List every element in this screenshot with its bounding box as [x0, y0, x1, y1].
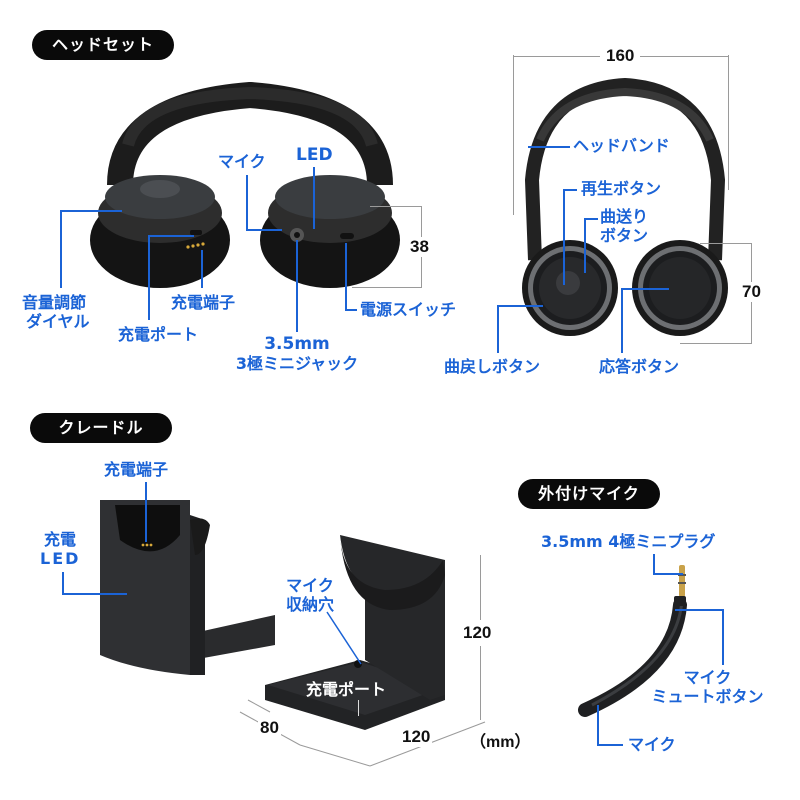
leader-prev-button-h	[497, 305, 543, 307]
label-mute-button: マイク ミュートボタン	[640, 668, 775, 706]
leader-charge-port-headset-h	[148, 235, 194, 237]
leader-plug-h	[653, 573, 683, 575]
dim-38-bottom	[352, 287, 422, 288]
leader-charge-led-h	[62, 593, 127, 595]
label-charge-terminal-headset: 充電端子	[171, 293, 236, 312]
section-external-mic-pill: 外付けマイク	[518, 479, 660, 509]
headset-side-image	[90, 81, 400, 288]
label-led-headset: LED	[296, 145, 333, 165]
label-charge-led: 充電 LED	[40, 530, 80, 568]
label-volume-dial-line2: ダイヤル	[26, 312, 90, 331]
leader-volume-dial-h	[60, 210, 122, 212]
label-next-button-line2: ボタン	[600, 226, 649, 245]
label-charge-led-line1: 充電	[43, 530, 76, 549]
label-plug: 3.5mm 4極ミニプラグ	[541, 532, 716, 551]
leader-35mm-jack	[296, 240, 298, 332]
leader-answer-button-h	[621, 288, 669, 290]
label-35mm-jack: 3.5mm 3極ミニジャック	[222, 334, 372, 374]
dimension-unit: （mm）	[470, 734, 531, 751]
label-prev-button: 曲戻しボタン	[444, 357, 541, 376]
leader-play-button-h	[563, 189, 577, 191]
external-mic-image	[578, 565, 687, 717]
dim-160-left	[513, 55, 514, 215]
leader-next-button	[584, 218, 586, 273]
cradle-front-image	[100, 500, 275, 675]
label-answer-button: 応答ボタン	[599, 357, 680, 376]
label-mute-button-line1: マイク	[683, 668, 732, 687]
dim-70-top	[700, 243, 752, 244]
leader-play-button	[563, 189, 565, 285]
leader-plug	[653, 554, 655, 574]
leader-volume-dial	[60, 210, 62, 288]
leader-charge-terminal-headset	[201, 250, 203, 288]
leader-answer-button	[621, 288, 623, 353]
leader-charge-port-cradle	[358, 700, 359, 716]
label-mic-hole: マイク 収納穴	[278, 576, 342, 614]
dimension-70: 70	[740, 282, 763, 302]
label-mic-hole-line2: 収納穴	[285, 595, 334, 614]
dimension-cradle-height: 120	[463, 620, 492, 646]
label-charge-port-cradle: 充電ポート	[306, 680, 387, 699]
label-power-switch: 電源スイッチ	[360, 300, 457, 319]
leader-mic-headset	[246, 175, 248, 230]
leader-mic-hole	[326, 611, 362, 665]
section-cradle-pill: クレードル	[30, 413, 172, 443]
label-mic-hole-line1: マイク	[286, 576, 334, 595]
leader-charge-terminal-cradle	[145, 482, 147, 542]
label-next-button-line1: 曲送り	[600, 207, 649, 226]
leader-mic-headset-h	[246, 229, 282, 231]
label-mic-headset: マイク	[218, 152, 266, 171]
label-charge-terminal-cradle: 充電端子	[104, 460, 169, 479]
label-charge-led-line2: LED	[40, 549, 81, 568]
section-headset-pill: ヘッドセット	[32, 30, 174, 60]
leader-next-button-h	[584, 218, 598, 220]
leader-power-switch-h	[345, 309, 357, 311]
dimension-cradle-width: 120	[400, 727, 433, 747]
label-mute-button-line2: ミュートボタン	[651, 687, 764, 706]
leader-mute-button-v	[722, 609, 724, 665]
leader-prev-button	[497, 305, 499, 353]
leader-power-switch	[345, 243, 347, 310]
label-volume-dial-line1: 音量調節	[22, 293, 87, 312]
leader-external-mic-h	[597, 744, 623, 746]
label-next-button: 曲送り ボタン	[600, 207, 648, 245]
label-charge-port-headset: 充電ポート	[118, 325, 199, 344]
label-external-mic: マイク	[628, 735, 676, 754]
dim-160-right	[728, 55, 729, 190]
cradle-back-image	[265, 535, 445, 730]
dimension-cradle-depth: 80	[258, 718, 281, 738]
leader-charge-port-headset	[148, 235, 150, 320]
dim-70-bottom	[680, 343, 752, 344]
leader-headband	[528, 146, 570, 148]
label-play-button: 再生ボタン	[581, 179, 662, 198]
label-headband: ヘッドバンド	[573, 136, 670, 155]
leader-led-headset	[313, 167, 315, 229]
dimension-160: 160	[600, 46, 641, 66]
dimension-38: 38	[408, 237, 431, 257]
leader-external-mic	[597, 705, 599, 745]
headset-front-image	[522, 77, 728, 336]
leader-charge-led	[62, 572, 64, 594]
label-35mm-jack-line2: 3極ミニジャック	[235, 354, 359, 373]
dim-38-top	[370, 206, 422, 207]
label-35mm-jack-line1: 3.5mm	[264, 334, 330, 354]
leader-mute-button	[675, 609, 723, 611]
label-volume-dial: 音量調節 ダイヤル	[22, 293, 90, 331]
